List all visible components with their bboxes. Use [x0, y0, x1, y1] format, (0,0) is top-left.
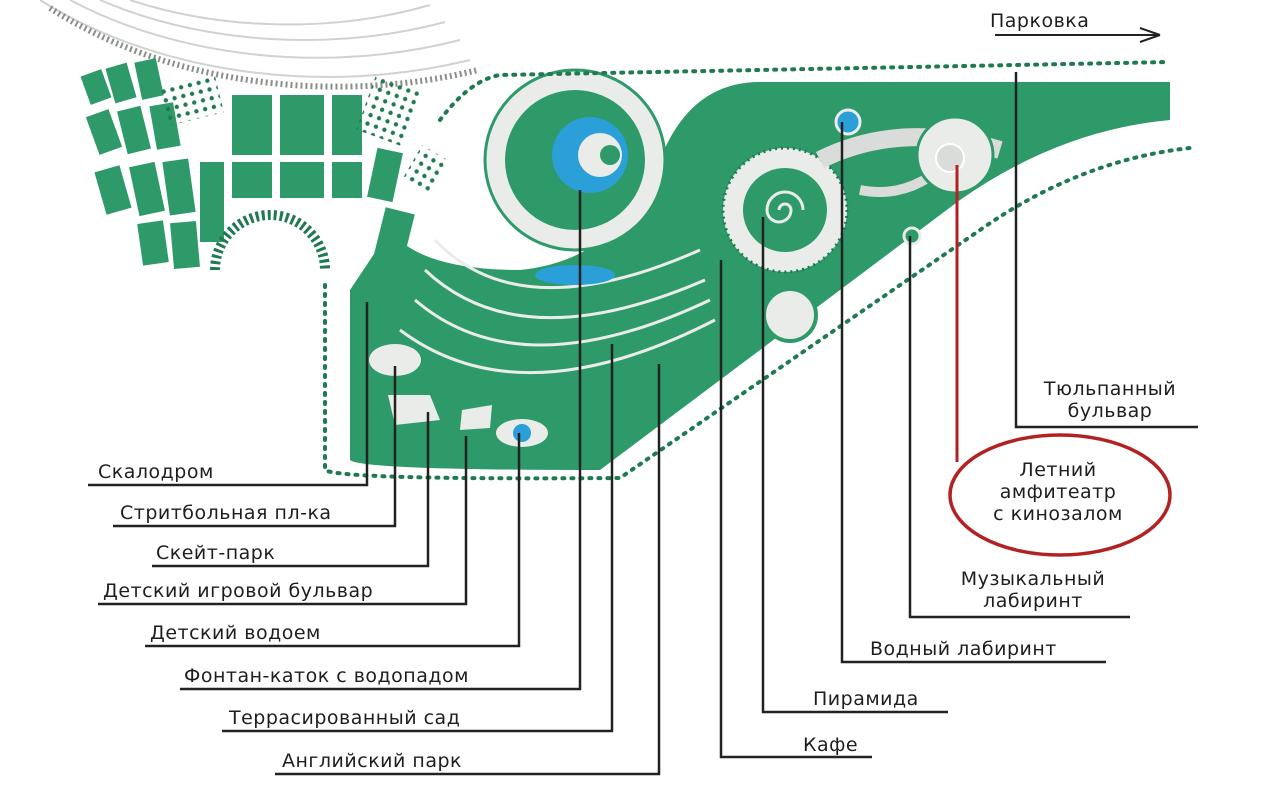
leader-kids-boulevard: [98, 436, 468, 606]
label-music-labyrinth: Музыкальный лабиринт: [960, 568, 1106, 612]
label-tulip-boulevard: Тюльпанный бульвар: [1043, 378, 1177, 422]
label-pyramid: Пирамида: [813, 688, 919, 710]
label-cafe: Кафе: [803, 734, 859, 756]
park-body: [350, 68, 1170, 470]
leader-water-labyrinth: [840, 122, 1106, 664]
leader-cafe: [719, 260, 872, 759]
leader-music-labyrinth: [908, 236, 1130, 619]
leader-lines: [88, 72, 1198, 776]
leader-kids-pond: [145, 433, 521, 648]
label-kids-pond: Детский водоем: [150, 622, 321, 644]
tree-rows: [156, 73, 448, 195]
label-skatepark: Скейт-парк: [156, 542, 276, 564]
label-streetball: Стритбольная пл-ка: [120, 502, 332, 524]
label-terraced-garden: Террасированный сад: [229, 707, 461, 729]
arch: [210, 210, 330, 271]
highlight-amphitheatre: [948, 165, 1172, 557]
leader-terraced-garden: [222, 344, 614, 733]
leader-skatepark: [152, 412, 430, 568]
leader-fountain-rink: [180, 190, 582, 691]
leader-climbing-wall: [88, 302, 369, 487]
park-border-dots: [323, 60, 1192, 481]
stadium-arcs: [39, 0, 479, 90]
label-summer-amphitheatre: Летний амфитеатр с кинозалом: [993, 459, 1123, 525]
label-english-park: Английский парк: [282, 750, 463, 772]
label-climbing-wall: Скалодром: [98, 461, 214, 483]
label-fountain-rink: Фонтан-каток с водопадом: [184, 665, 469, 687]
leader-streetball: [113, 366, 397, 528]
leader-tulip-boulevard: [1014, 72, 1198, 429]
parking-arrow: [995, 27, 1161, 43]
label-kids-boulevard: Детский игровой бульвар: [103, 580, 374, 602]
leader-pyramid: [761, 217, 948, 714]
label-water-labyrinth: Водный лабиринт: [870, 638, 1057, 660]
leader-english-park: [275, 364, 661, 776]
label-parking: Парковка: [990, 10, 1090, 32]
left-blocks: [80, 58, 415, 273]
